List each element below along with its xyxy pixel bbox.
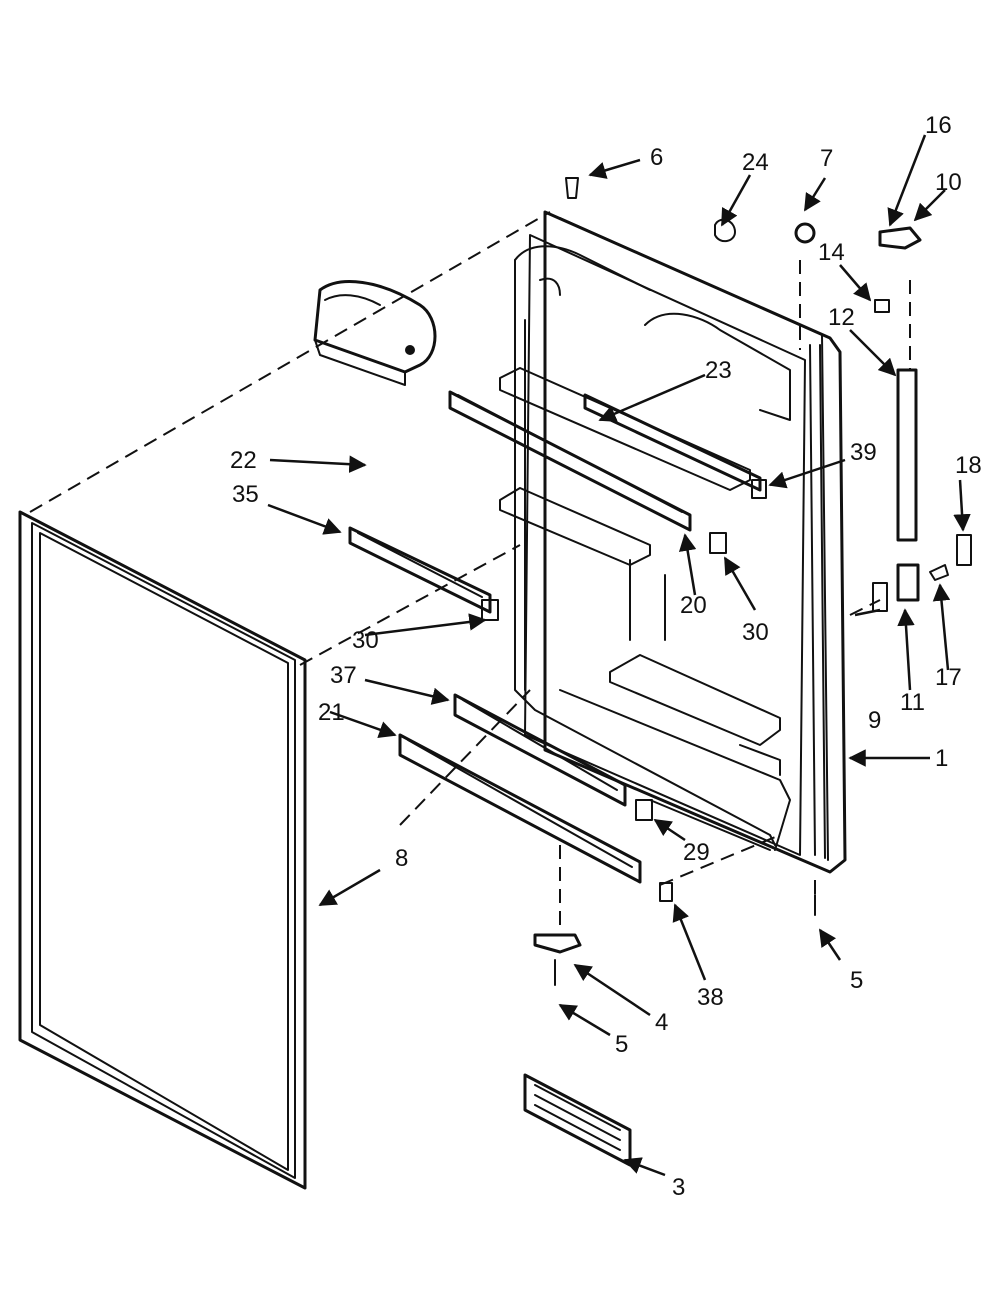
callout-11: 11 [900, 689, 925, 716]
callout-29: 29 [683, 839, 710, 866]
callout-18: 18 [955, 452, 982, 479]
dairy-door [313, 280, 437, 386]
callout-20: 20 [680, 592, 707, 619]
callout-3: 3 [672, 1174, 685, 1201]
callout-14: 14 [818, 239, 845, 266]
callout-30-right: 30 [742, 619, 769, 646]
callout-5-right: 5 [850, 967, 863, 994]
callout-35: 35 [232, 481, 259, 508]
callout-38: 38 [697, 984, 724, 1011]
callout-9: 9 [868, 707, 881, 734]
door-gasket [18, 510, 307, 1190]
callout-17: 17 [935, 664, 962, 691]
callout-10: 10 [935, 169, 962, 196]
callout-8: 8 [395, 845, 408, 872]
cabinet-outline [29, 211, 911, 930]
callout-21: 21 [318, 699, 345, 726]
callout-37: 37 [330, 662, 357, 689]
callout-4: 4 [655, 1009, 668, 1036]
callout-12: 12 [828, 304, 855, 331]
callout-23: 23 [705, 357, 732, 384]
callout-22: 22 [230, 447, 257, 474]
leader-lines [267, 134, 971, 1177]
callout-7: 7 [820, 145, 833, 172]
bottom-parts [523, 894, 816, 1167]
callout-24: 24 [742, 149, 769, 176]
callout-39: 39 [850, 439, 877, 466]
door-inner-liner [499, 210, 847, 874]
callout-labels: 1 3 4 5 5 6 7 8 9 10 11 12 14 16 17 18 2… [230, 112, 982, 1201]
shelf-retainer-bars [348, 390, 762, 884]
hinge-parts [565, 177, 972, 612]
callout-6: 6 [650, 144, 663, 171]
callout-1: 1 [935, 745, 948, 772]
callout-30-left: 30 [352, 627, 379, 654]
end-caps [481, 479, 767, 902]
callout-16: 16 [925, 112, 952, 139]
callout-5-left: 5 [615, 1031, 628, 1058]
